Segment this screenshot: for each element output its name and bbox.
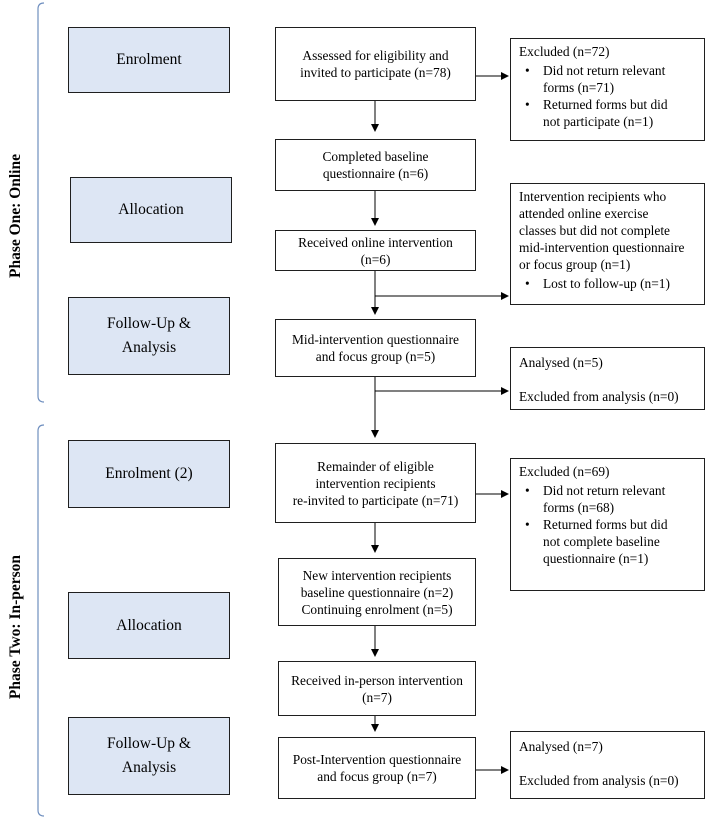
excluded-analysis-line: Excluded from analysis (n=0) — [519, 389, 679, 404]
list-item: Did not return relevant forms (n=71) — [519, 62, 697, 96]
stage-label-line2: Analysis — [121, 759, 177, 776]
flow-text-line: Remainder of eligible — [317, 458, 434, 474]
stage-enrolment-2: Enrolment (2) — [68, 440, 230, 508]
flow-text-line: intervention recipients — [315, 475, 436, 491]
lost-list: Lost to follow-up (n=1) — [519, 275, 697, 292]
stage-enrolment: Enrolment — [68, 27, 230, 93]
stage-label: Enrolment — [116, 51, 182, 68]
list-item: Did not return relevant forms (n=68) — [519, 482, 697, 516]
flow-text-line: (n=7) — [362, 689, 392, 705]
box-remainder-reinvited: Remainder of eligible intervention recip… — [275, 443, 476, 523]
list-item: Returned forms but did not participate (… — [519, 96, 697, 130]
lost-heading-line: mid-intervention questionnaire — [519, 240, 685, 255]
flow-text-line: Mid-intervention questionnaire — [292, 332, 459, 347]
phase-two-bracket — [37, 424, 45, 817]
flow-text-line: (n=6) — [360, 251, 391, 267]
analysed-line: Analysed (n=5) — [519, 355, 603, 370]
phase-two-label: Phase Two: In-person — [7, 554, 24, 700]
stage-allocation: Allocation — [70, 177, 232, 243]
flow-text-line: baseline questionnaire (n=2) — [300, 584, 454, 600]
flow-text-line: re-invited to participate (n=71) — [292, 492, 459, 508]
stage-label: Follow-Up & — [107, 735, 191, 752]
flow-text-line: Post-Intervention questionnaire — [292, 752, 462, 767]
phase-one-bracket — [37, 2, 45, 403]
flow-text-line: Continuing enrolment (n=5) — [301, 601, 453, 617]
stage-label: Allocation — [116, 616, 182, 634]
box-assessed-eligibility: Assessed for eligibility and invited to … — [275, 27, 476, 101]
lost-heading-line: or focus group (n=1) — [519, 257, 631, 272]
stage-label-line2: Analysis — [121, 339, 177, 356]
excluded-list: Did not return relevant forms (n=71) Ret… — [519, 62, 697, 130]
box-excluded-2: Excluded (n=69) Did not return relevant … — [510, 458, 705, 591]
flow-text-line: Received in-person intervention — [291, 672, 463, 688]
box-analysed-1: Analysed (n=5) Excluded from analysis (n… — [510, 347, 705, 410]
analysed-line: Analysed (n=7) — [519, 739, 603, 754]
excluded-list: Did not return relevant forms (n=68) Ret… — [519, 482, 697, 567]
flow-text-line: Completed baseline — [322, 149, 429, 164]
lost-heading-line: Intervention recipients who — [519, 189, 667, 204]
flow-text-line: Assessed for eligibility and — [302, 48, 449, 63]
excluded-heading: Excluded (n=69) — [519, 464, 610, 479]
list-item: Lost to follow-up (n=1) — [519, 275, 697, 292]
phase-one-label: Phase One: Online — [7, 154, 24, 279]
lost-heading-line: classes but did not complete — [519, 223, 670, 238]
stage-follow-up-analysis-2: Follow-Up & Analysis — [68, 717, 230, 795]
stage-label: Follow-Up & — [107, 315, 191, 332]
box-received-in-person: Received in-person intervention (n=7) — [278, 661, 476, 716]
flow-text-line: Received online intervention — [298, 234, 453, 250]
lost-heading-line: attended online exercise — [519, 206, 649, 221]
excluded-analysis-line: Excluded from analysis (n=0) — [519, 773, 679, 788]
box-new-recipients: New intervention recipients baseline que… — [278, 558, 476, 626]
box-lost-to-follow-up: Intervention recipients who attended onl… — [510, 183, 705, 305]
excluded-heading: Excluded (n=72) — [519, 44, 610, 59]
stage-follow-up-analysis: Follow-Up & Analysis — [68, 297, 230, 375]
flow-text-line: New intervention recipients — [302, 567, 452, 583]
stage-label: Enrolment (2) — [105, 465, 193, 482]
list-item: Returned forms but did not complete base… — [519, 516, 697, 567]
flow-text-line: and focus group (n=7) — [317, 769, 437, 784]
flow-text-line: and focus group (n=5) — [315, 349, 436, 364]
stage-allocation-2: Allocation — [68, 592, 230, 659]
box-completed-baseline: Completed baseline questionnaire (n=6) — [275, 139, 476, 191]
flow-text-line: questionnaire (n=6) — [322, 166, 429, 181]
box-mid-intervention: Mid-intervention questionnaire and focus… — [275, 319, 476, 377]
box-post-intervention: Post-Intervention questionnaire and focu… — [278, 737, 476, 799]
box-received-online: Received online intervention (n=6) — [275, 230, 476, 271]
box-analysed-2: Analysed (n=7) Excluded from analysis (n… — [510, 731, 705, 799]
flow-text-line: invited to participate (n=78) — [300, 65, 451, 80]
stage-label: Allocation — [118, 201, 184, 218]
box-excluded-1: Excluded (n=72) Did not return relevant … — [510, 38, 705, 141]
